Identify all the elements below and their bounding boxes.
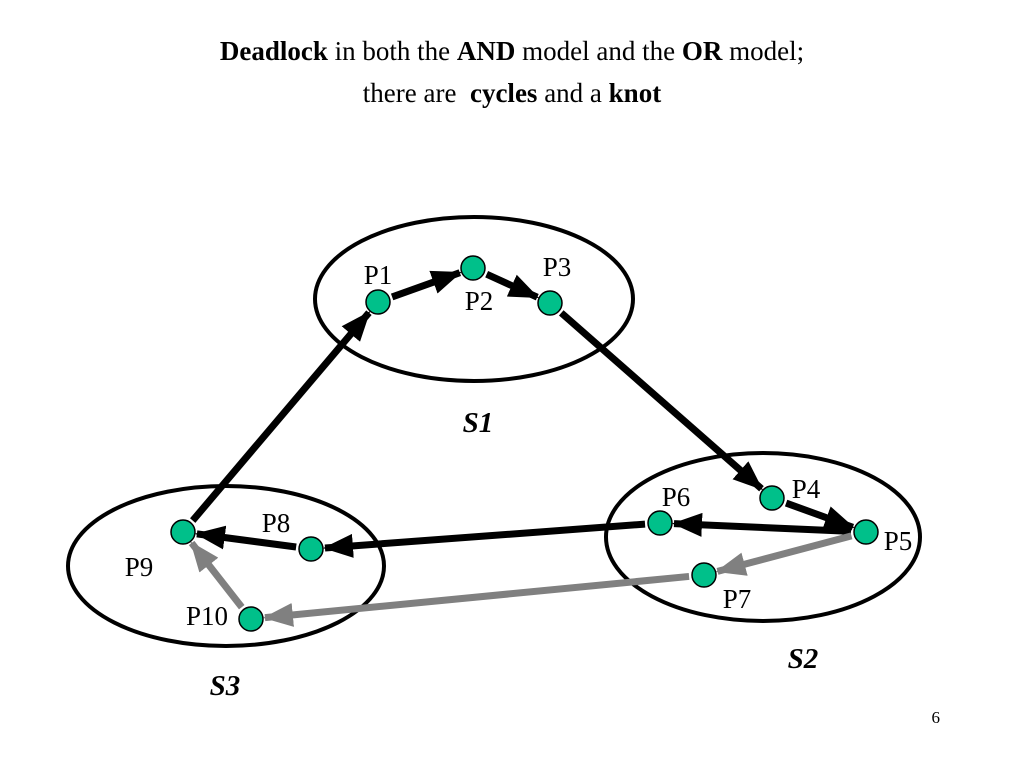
edge-p8-to-p9 [194,525,297,551]
node-p1 [365,289,391,315]
site-s1-label: S1 [463,407,494,439]
site-s3-label: S3 [210,670,241,702]
node-p5 [853,519,879,545]
node-p4-label: P4 [792,474,821,504]
node-p5-label: P5 [884,526,913,556]
site-s2-boundary [604,451,922,623]
edge-p7-to-p10 [262,572,690,627]
title-line-2: there are cycles and a knot [0,72,1024,114]
node-p6-label: P6 [662,482,691,512]
title-text-line1-3: model and the [515,36,682,66]
slide-title: Deadlock in both the AND model and the O… [0,30,1024,114]
nodes-layer [170,255,879,632]
node-p2-label: P2 [465,286,494,316]
title-keyword-line1-2: AND [456,36,516,66]
edge-p1-to-p2 [390,269,462,301]
edge-p4-to-p5 [784,499,855,531]
edge-p5-to-p7 [715,532,853,576]
title-keyword-line2-1: cycles [469,78,538,108]
edge-p10-to-p9 [188,540,245,610]
sites-layer [66,215,922,648]
node-p9 [170,519,196,545]
node-p4 [759,485,785,511]
title-text-line2-0: there are [362,78,470,108]
title-keyword-line1-0: Deadlock [219,36,328,66]
site-s2-label: S2 [788,643,819,675]
edge-p3-to-p4 [558,310,764,492]
edge-p9-to-p1 [190,310,372,523]
edge-p5-to-p6 [671,512,852,537]
node-p1-label: P1 [364,260,393,290]
edge-p6-to-p8 [322,520,646,558]
site-s1-boundary [313,215,635,383]
node-p3-label: P3 [543,252,572,282]
title-text-line2-2: and a [537,78,609,108]
page-number: 6 [931,708,941,727]
title-text-line1-5: model; [722,36,805,66]
node-p9-label: P9 [125,552,154,582]
node-p3 [537,290,563,316]
node-p6 [647,510,673,536]
title-text-line1-1: in both the [327,36,457,66]
title-keyword-line1-4: OR [681,36,723,66]
node-p2 [460,255,486,281]
node-p7-label: P7 [723,584,752,614]
title-keyword-line2-3: knot [608,78,662,108]
node-p8 [298,536,324,562]
edge-p2-to-p3 [485,271,540,301]
node-p10-label: P10 [186,601,228,631]
title-line-1: Deadlock in both the AND model and the O… [0,30,1024,72]
node-p10 [238,606,264,632]
node-p8-label: P8 [262,508,291,538]
edges-layer [188,269,855,627]
node-p7 [691,562,717,588]
